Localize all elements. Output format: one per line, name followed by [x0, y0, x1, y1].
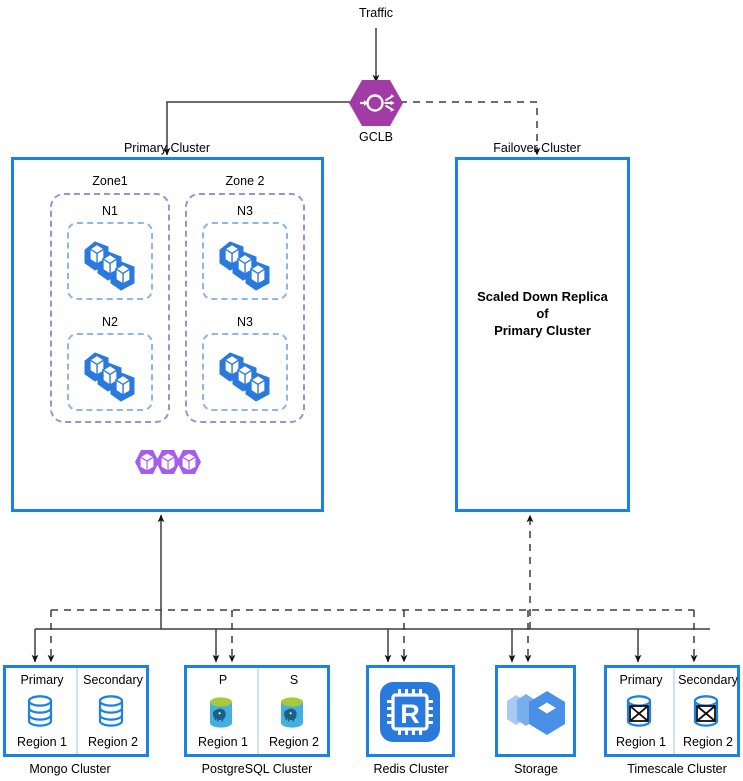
- postgres-caption: PostgreSQL Cluster: [201, 762, 313, 776]
- mongo-right-role: Secondary: [83, 673, 143, 687]
- timescale-cylinder-icon: [693, 695, 719, 727]
- gclb-node[interactable]: [348, 79, 404, 127]
- zone-box-2: [185, 193, 305, 423]
- failover-cluster-title: Failover Cluster: [493, 141, 581, 155]
- timescale-cylinder-icon: [626, 695, 652, 727]
- pod-group-icon: [135, 450, 201, 474]
- redis-caption: Redis Cluster: [373, 762, 449, 776]
- node-box-n2[interactable]: [67, 333, 153, 411]
- storage-caption: Storage: [514, 762, 558, 776]
- timescale-right-region: Region 2: [682, 735, 734, 749]
- pod-group[interactable]: [134, 445, 206, 486]
- load-balancer-icon: [349, 80, 403, 126]
- timescale-left-role: Primary: [619, 673, 663, 687]
- failover-body-line1: Scaled Down Replica: [477, 289, 608, 304]
- mongo-left-region: Region 1: [16, 735, 68, 749]
- postgres-left-role: P: [218, 673, 228, 687]
- postgres-divider: [257, 668, 259, 754]
- timescale-caption: Timescale Cluster: [627, 762, 727, 776]
- zone-title-2: Zone 2: [225, 174, 265, 188]
- failover-body-line3: Primary Cluster: [494, 323, 591, 338]
- edge-gclb-to-failover: [400, 101, 541, 156]
- node-box-n3b[interactable]: [202, 333, 288, 411]
- node-box-n1[interactable]: [67, 222, 153, 300]
- traffic-label: Traffic: [358, 6, 394, 20]
- timescale-left-region: Region 1: [615, 735, 667, 749]
- failover-body-line2: of: [536, 306, 549, 321]
- kubernetes-node-icon: [84, 241, 135, 291]
- mongo-divider: [76, 668, 78, 754]
- primary-cluster-box[interactable]: Zone1 N1: [11, 157, 324, 512]
- mongo-caption: Mongo Cluster: [29, 762, 111, 776]
- timescale-right-role: Secondary: [678, 673, 738, 687]
- primary-cluster-title: Primary Cluster: [123, 141, 211, 155]
- node-box-n3a[interactable]: [202, 222, 288, 300]
- postgresql-elephant-icon: [210, 697, 232, 728]
- postgres-right-region: Region 2: [268, 735, 320, 749]
- store-storage[interactable]: [495, 665, 576, 757]
- failover-cluster-box[interactable]: Scaled Down Replica of Primary Cluster: [455, 157, 630, 512]
- storage-bucket-icon: [507, 691, 565, 735]
- node-title-n1: N1: [102, 204, 118, 218]
- zone-box-1: [50, 193, 170, 423]
- postgres-right-role: S: [289, 673, 299, 687]
- svg-text:R: R: [400, 699, 420, 729]
- database-cylinder-icon: [27, 695, 53, 727]
- kubernetes-node-icon: [219, 352, 270, 402]
- edge-gclb-to-primary: [163, 101, 352, 156]
- postgresql-elephant-icon: [281, 697, 303, 728]
- zone-title-1: Zone1: [92, 174, 128, 188]
- gclb-label: GCLB: [358, 130, 394, 144]
- postgres-left-region: Region 1: [197, 735, 249, 749]
- kubernetes-node-icon: [84, 352, 135, 402]
- store-redis[interactable]: R: [366, 665, 455, 757]
- redis-chip-icon: R: [380, 682, 440, 742]
- timescale-divider: [673, 668, 675, 754]
- kubernetes-node-icon: [219, 241, 270, 291]
- store-postgres[interactable]: P S Region: [184, 665, 330, 757]
- node-title-n3b: N3: [237, 315, 253, 329]
- database-cylinder-icon: [98, 695, 124, 727]
- mongo-left-role: Primary: [20, 673, 64, 687]
- mongo-right-region: Region 2: [87, 735, 139, 749]
- store-mongo[interactable]: Primary Secondary Re: [3, 665, 149, 757]
- store-timescale[interactable]: Primary Secondary: [604, 665, 740, 757]
- node-title-n2: N2: [102, 315, 118, 329]
- node-title-n3a: N3: [237, 204, 253, 218]
